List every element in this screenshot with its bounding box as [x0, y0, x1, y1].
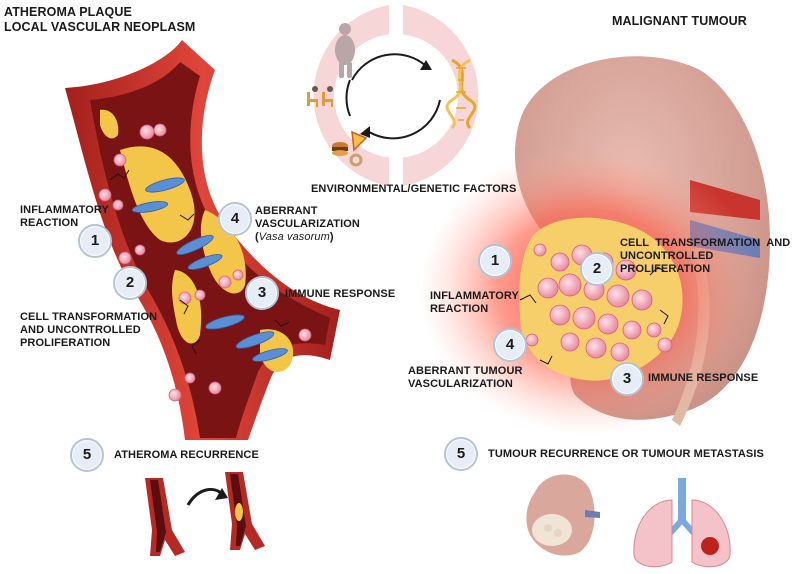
artery	[65, 40, 340, 440]
left-step2-badge: 2	[113, 266, 147, 300]
right-step3-label: IMMUNE RESPONSE	[648, 372, 759, 384]
kidney-small-icon	[526, 474, 600, 556]
right-step2-label-line2: UNCONTROLLED	[620, 250, 714, 262]
right-step5-label: TUMOUR RECURRENCE OR TUMOUR METASTASIS	[488, 448, 764, 460]
left-step2-label-line1: CELL TRANSFORMATION	[20, 311, 158, 323]
right-step2-label-line1: CELL TRANSFORMATION AND	[620, 237, 791, 249]
right-step2-badge: 2	[580, 252, 614, 286]
left-step1-label-line2: REACTION	[20, 217, 79, 229]
dna-icon	[445, 58, 477, 130]
left-step3-label: IMMUNE RESPONSE	[285, 288, 396, 300]
sedentary-chairs-icon	[307, 86, 333, 107]
vasa-vasorum-text: Vasa vasorum	[258, 231, 330, 243]
right-title: MALIGNANT TUMOUR	[612, 14, 747, 28]
left-step1-badge: 1	[78, 224, 112, 258]
cycle-arrows-icon	[345, 53, 441, 140]
lungs-icon	[633, 478, 731, 568]
recurrence-artery-after	[225, 472, 265, 550]
left-step4-badge: 4	[218, 202, 252, 236]
recurrence-arrow-icon	[186, 487, 228, 506]
recurrence-artery-before	[145, 478, 185, 556]
left-title-line1: ATHEROMA PLAQUE	[4, 5, 132, 19]
right-step5-badge: 5	[444, 437, 478, 471]
factors-circle	[313, 5, 479, 186]
left-step2-label-line2: AND UNCONTROLLED	[20, 324, 141, 336]
left-step1-label-line1: INFLAMMATORY	[20, 204, 109, 216]
right-step1-badge: 1	[478, 244, 512, 278]
right-step1-label-line2: REACTION	[430, 303, 489, 315]
left-title-line2: LOCAL VASCULAR NEOPLASM	[4, 20, 196, 34]
right-step4-label-line1: ABERRANT TUMOUR	[408, 365, 523, 377]
left-step2-label-line3: PROLIFERATION	[20, 337, 111, 349]
right-step3-badge: 3	[610, 362, 644, 396]
left-step4-label-italic: (Vasa vasorum)	[255, 231, 334, 243]
left-step4-label-line1: ABERRANT	[255, 205, 318, 217]
right-step4-badge: 4	[493, 328, 527, 362]
left-step5-badge: 5	[70, 438, 104, 472]
left-step5-label: ATHEROMA RECURRENCE	[114, 449, 259, 461]
fast-food-icon	[332, 130, 368, 167]
right-step1-label-line1: INFLAMMATORY	[430, 290, 519, 302]
right-step2-label-line3: PROLIFERATION	[620, 263, 711, 275]
right-step4-label-line2: VASCULARIZATION	[408, 378, 513, 390]
left-step3-badge: 3	[245, 276, 279, 310]
factors-label: ENVIRONMENTAL/GENETIC FACTORS	[311, 183, 517, 195]
person-icon	[335, 23, 355, 78]
left-step4-label-line2: VASCULARIZATION	[255, 218, 360, 230]
cycle-arrowheads	[360, 60, 432, 138]
